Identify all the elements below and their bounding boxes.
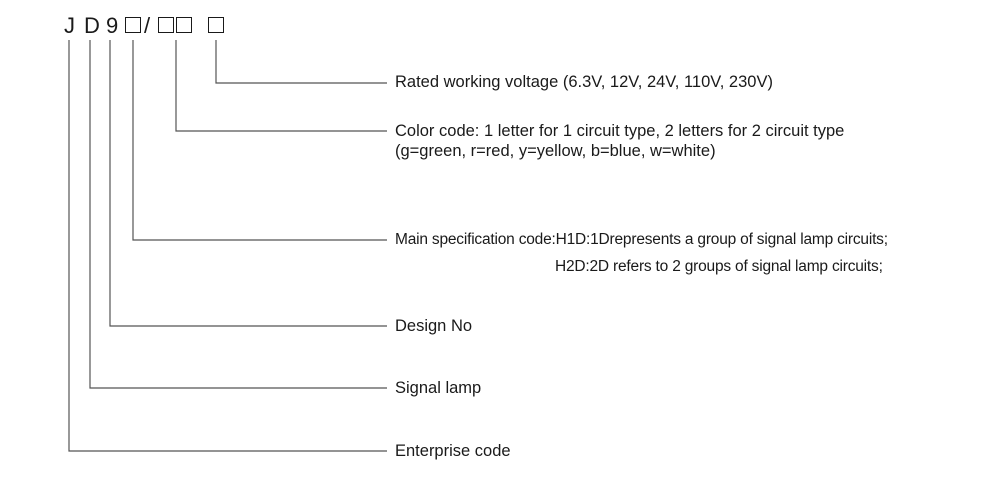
code-slash: / — [144, 13, 151, 38]
label-enterprise-code: Enterprise code — [395, 442, 511, 460]
placeholder-box-color-2 — [176, 17, 192, 33]
label-color-code-line2: (g=green, r=red, y=yellow, b=blue, w=whi… — [395, 142, 716, 160]
label-main-spec-line2: H2D:2D refers to 2 groups of signal lamp… — [555, 258, 883, 275]
placeholder-box-color-1 — [158, 17, 174, 33]
label-color-code-line1: Color code: 1 letter for 1 circuit type,… — [395, 122, 845, 140]
placeholder-box-spec — [125, 17, 141, 33]
leader-line-enterprise — [68, 40, 387, 452]
code-char-j: J — [64, 13, 75, 38]
label-main-spec-line1: Main specification code:H1D:1Drepresents… — [395, 231, 888, 248]
label-design-no: Design No — [395, 317, 473, 335]
code-char-d: D — [84, 13, 100, 38]
code-char-9: 9 — [106, 13, 119, 38]
placeholder-box-voltage — [208, 17, 224, 33]
leader-line-signal — [89, 40, 387, 389]
leader-line-color — [175, 40, 387, 132]
leader-line-voltage — [215, 40, 387, 84]
leader-line-spec — [132, 40, 387, 241]
label-rated-voltage: Rated working voltage (6.3V, 12V, 24V, 1… — [395, 73, 773, 91]
label-signal-lamp: Signal lamp — [395, 379, 482, 397]
leader-line-design — [109, 40, 387, 327]
